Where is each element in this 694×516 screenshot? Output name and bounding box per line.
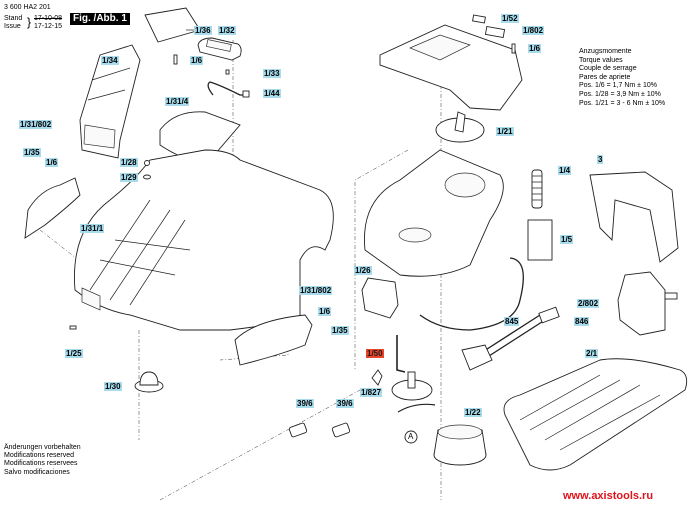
- issue-date: 17-12-15: [34, 23, 63, 30]
- axis-line: [219, 195, 289, 361]
- stand-label: Stand: [4, 15, 23, 22]
- label-846[interactable]: 846: [574, 317, 590, 326]
- label-2-802[interactable]: 2/802: [577, 299, 600, 308]
- label-1-31-4[interactable]: 1/31/4: [165, 97, 190, 106]
- torque-line: Pos. 1/28 = 3,9 Nm ± 10%: [579, 90, 661, 98]
- sensor-1-26: [361, 277, 399, 319]
- front-cover-1-34: [79, 44, 141, 159]
- connector-39-6-a: [288, 422, 308, 438]
- callout-a: A: [408, 432, 414, 441]
- website-url[interactable]: www.axistools.ru: [563, 490, 654, 502]
- body-shell-1-31-1: [74, 149, 334, 331]
- torque-line: Pos. 1/6 = 1,7 Nm ± 10%: [579, 82, 657, 90]
- label-1-6-right[interactable]: 1/6: [528, 44, 542, 53]
- top-housing: [379, 14, 523, 111]
- axis-line: [354, 149, 409, 370]
- label-1-25[interactable]: 1/25: [65, 349, 83, 358]
- cover-1-31-4: [159, 111, 241, 162]
- label-1-30[interactable]: 1/30: [104, 382, 122, 391]
- label-1-35-left[interactable]: 1/35: [23, 148, 41, 157]
- side-rail-left: [24, 177, 81, 239]
- clip-1-33: [225, 69, 230, 75]
- figure-label: Fig. /Abb. 1: [70, 13, 130, 25]
- note-line: Salvo modificaciones: [4, 468, 70, 476]
- label-39-6-b[interactable]: 39/6: [336, 399, 354, 408]
- charger-2-802: [617, 271, 678, 336]
- base-plate-2-1: [503, 358, 688, 471]
- torque-line: Pos. 1/21 = 3 - 6 Nm ± 10%: [579, 99, 666, 107]
- label-1-26[interactable]: 1/26: [354, 266, 372, 275]
- torque-line: Pares de apriete: [579, 73, 631, 81]
- label-1-44[interactable]: 1/44: [263, 89, 281, 98]
- label-1-4[interactable]: 1/4: [558, 166, 572, 175]
- label-845[interactable]: 845: [504, 317, 520, 326]
- connector: [242, 90, 250, 98]
- torque-line: Torque values: [579, 56, 623, 64]
- label-1-29[interactable]: 1/29: [120, 173, 138, 182]
- label-3[interactable]: 3: [597, 155, 604, 164]
- label-39-6-a[interactable]: 39/6: [296, 399, 314, 408]
- doc-number: 3 600 HA2 201: [4, 4, 51, 11]
- side-rail-mid: [234, 314, 313, 366]
- cable-1-44: [207, 81, 247, 96]
- label-1-21[interactable]: 1/21: [496, 127, 514, 136]
- label-1-34[interactable]: 1/34: [101, 56, 119, 65]
- housing-1-22: [433, 424, 487, 466]
- chassis: [364, 149, 504, 277]
- label-1-6-top[interactable]: 1/6: [190, 56, 204, 65]
- axis-line: [159, 389, 361, 501]
- label-1-50-highlighted[interactable]: 1/50: [366, 349, 384, 358]
- label-1-32[interactable]: 1/32: [218, 26, 236, 35]
- torque-values: Anzugsmomente Torque values Couple de se…: [579, 48, 665, 108]
- note-line: Änderungen vorbehalten: [4, 444, 81, 451]
- cover-1-36: [144, 7, 201, 43]
- label-1-31-802-mid[interactable]: 1/31/802: [299, 286, 333, 295]
- cover-3: [589, 171, 679, 263]
- nut-1-28: [144, 160, 150, 166]
- label-1-827[interactable]: 1/827: [360, 388, 383, 397]
- label-2-1[interactable]: 2/1: [585, 349, 599, 358]
- spring-1-4: [531, 169, 543, 209]
- part-1-25: [69, 325, 77, 330]
- label-1-33[interactable]: 1/33: [263, 69, 281, 78]
- label-1-6-mid[interactable]: 1/6: [318, 307, 332, 316]
- label-1-6-left[interactable]: 1/6: [45, 158, 59, 167]
- callout-a-circle: [404, 430, 418, 444]
- note-line: Modifications reserved: [4, 452, 75, 460]
- torque-line: Couple de serrage: [579, 65, 637, 73]
- label-1-802[interactable]: 1/802: [522, 26, 545, 35]
- motor-1-827: [371, 369, 433, 401]
- modification-notes: Änderungen vorbehalten Modifications res…: [4, 444, 81, 477]
- label-1-5[interactable]: 1/5: [560, 235, 574, 244]
- note-line: Modifications reservees: [4, 460, 78, 468]
- old-date: 17-10-08: [34, 15, 63, 22]
- label-1-28[interactable]: 1/28: [120, 158, 138, 167]
- label-1-36[interactable]: 1/36: [194, 26, 212, 35]
- connector-39-6-b: [331, 422, 351, 438]
- label-1-35-mid[interactable]: 1/35: [331, 326, 349, 335]
- label-1-22[interactable]: 1/22: [464, 408, 482, 417]
- label-1-31-802-left[interactable]: 1/31/802: [19, 120, 53, 129]
- holder-1-5: [527, 219, 553, 261]
- screw: [173, 54, 178, 65]
- label-1-52[interactable]: 1/52: [501, 14, 519, 23]
- wheel-hub-1-30: [134, 371, 164, 393]
- washer-1-29: [143, 174, 151, 180]
- cap-1-21: [435, 111, 485, 143]
- cable-a: [397, 403, 436, 413]
- label-1-31-1[interactable]: 1/31/1: [80, 224, 105, 233]
- torque-line: Anzugsmomente: [579, 48, 632, 55]
- part-1-50: [396, 335, 406, 373]
- issue-label: Issue: [4, 23, 21, 30]
- brace: }: [27, 15, 32, 29]
- display-cover-1-32: [197, 37, 242, 61]
- switch-unit: [461, 344, 493, 371]
